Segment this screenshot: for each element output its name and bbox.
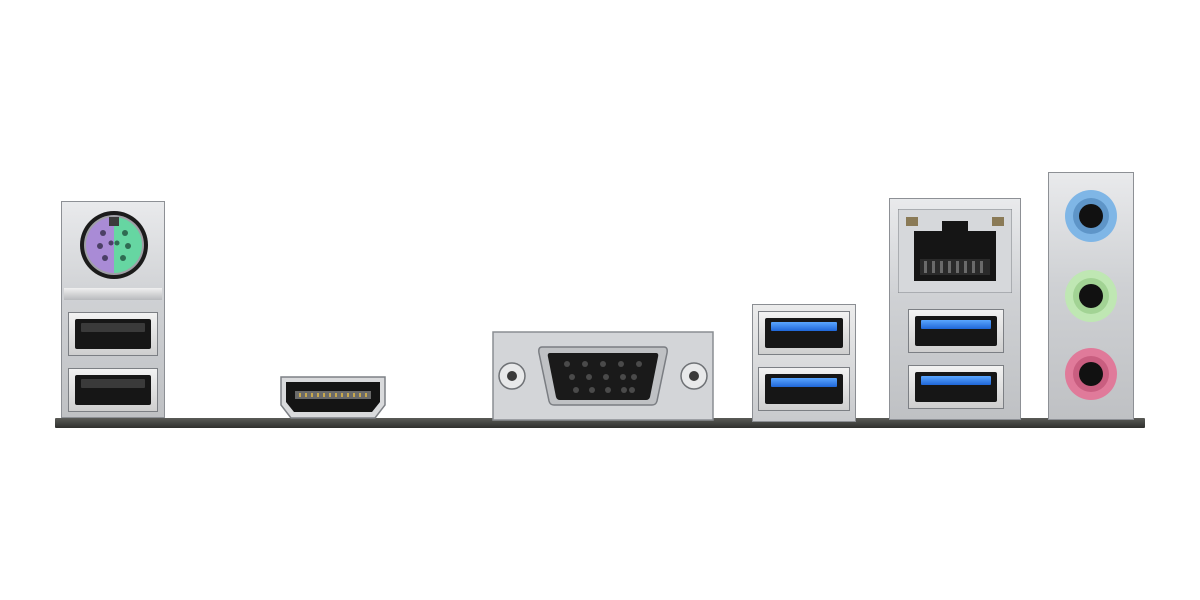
ethernet-port-icon[interactable] — [898, 209, 1012, 293]
hdmi-port-icon[interactable] — [279, 375, 387, 420]
usb3-port-icon[interactable] — [908, 309, 1004, 353]
stack-divider — [64, 288, 162, 300]
usb3-port-icon[interactable] — [758, 311, 850, 355]
vga-port-icon[interactable] — [492, 331, 714, 421]
usb3-port-icon[interactable] — [758, 367, 850, 411]
audio-mic-jack-icon[interactable] — [1064, 347, 1118, 401]
pcb-edge — [55, 418, 1145, 428]
ps2-usb-stack — [61, 201, 165, 418]
ps2-combo-port-icon[interactable] — [75, 206, 153, 284]
audio-stack — [1048, 172, 1134, 420]
usb2-port-icon[interactable] — [68, 312, 158, 356]
audio-line-out-jack-icon[interactable] — [1064, 269, 1118, 323]
usb2-port-icon[interactable] — [68, 368, 158, 412]
usb3-stack — [752, 304, 856, 422]
usb3-port-icon[interactable] — [908, 365, 1004, 409]
lan-usb3-stack — [889, 198, 1021, 420]
audio-line-in-jack-icon[interactable] — [1064, 189, 1118, 243]
